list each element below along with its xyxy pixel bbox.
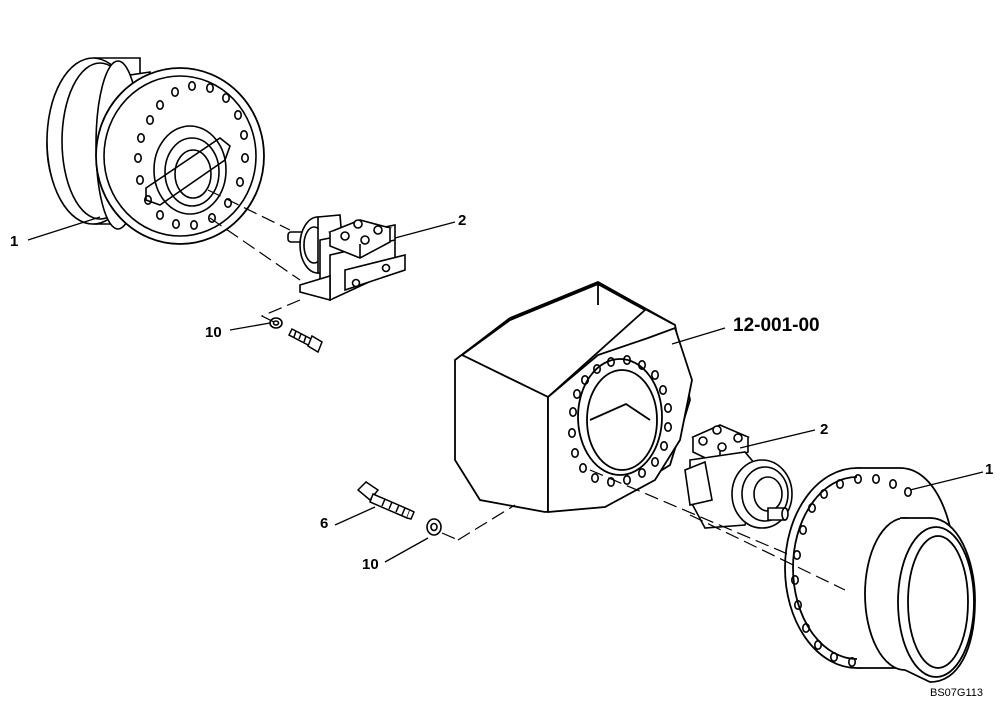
callout-left-hub: 1	[10, 233, 19, 250]
callout-lower-washer: 10	[362, 556, 379, 573]
left-wheel-hub	[46, 57, 265, 245]
upper-bolt	[288, 327, 323, 354]
callout-right-motor: 2	[820, 421, 829, 438]
lower-bolt	[356, 481, 415, 520]
callout-left-motor: 2	[458, 212, 467, 229]
callout-bolt: 6	[320, 515, 329, 532]
lower-washer	[426, 518, 442, 536]
drawing-id: BS07G113	[930, 687, 984, 699]
upper-washer	[269, 317, 283, 329]
assembly-center-lines	[207, 189, 846, 591]
axle-housing	[454, 281, 693, 513]
callout-leader-lines	[27, 216, 984, 563]
left-drive-motor	[287, 214, 406, 302]
callout-axle-housing: 12-001-00	[733, 315, 820, 336]
right-wheel-hub	[784, 467, 976, 683]
callout-right-hub: 1	[985, 461, 994, 478]
right-drive-motor	[684, 424, 793, 529]
callout-upper-washer: 10	[205, 324, 222, 341]
